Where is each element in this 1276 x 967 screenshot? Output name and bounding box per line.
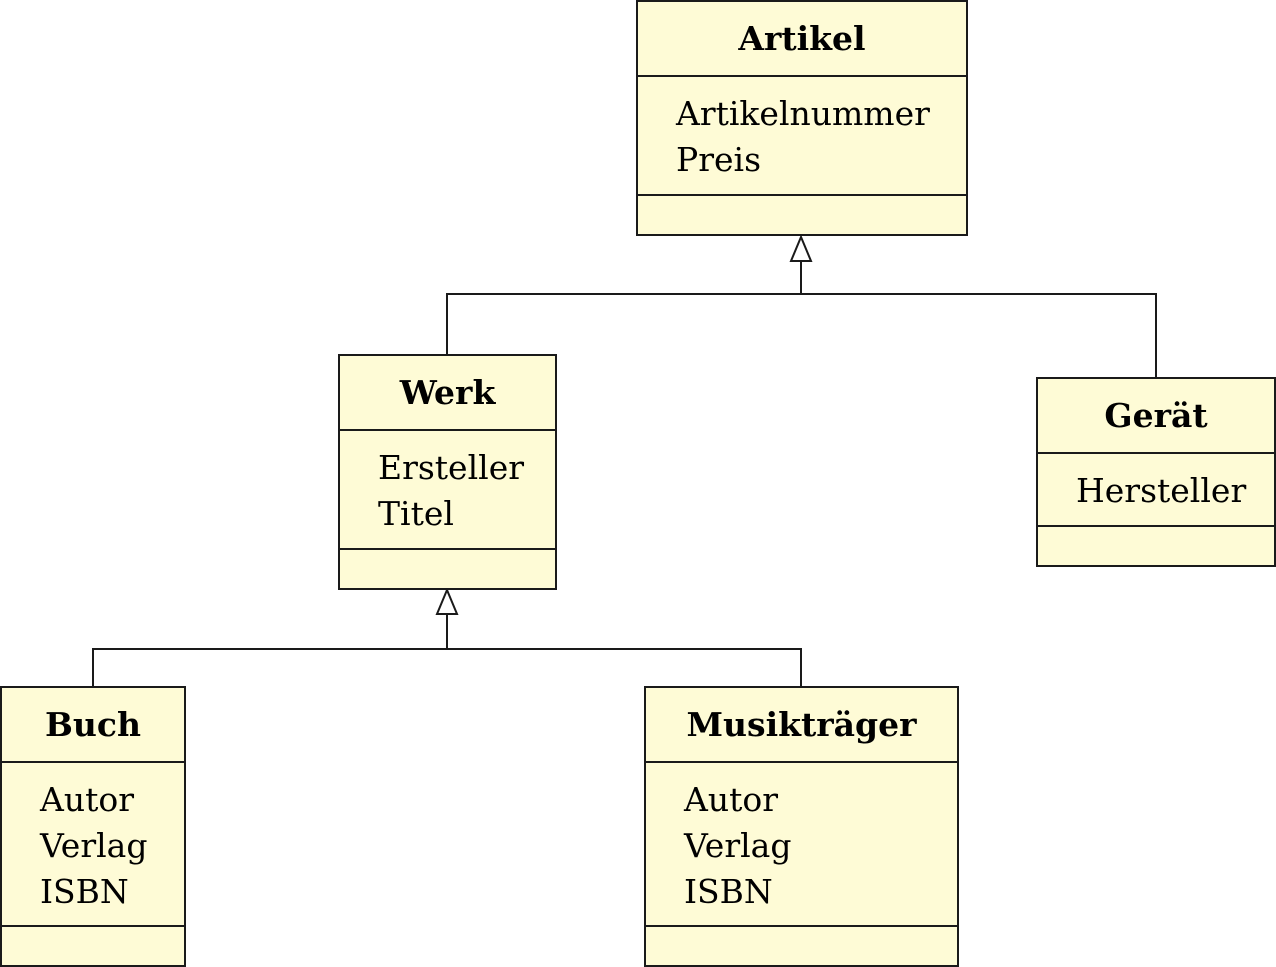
attribute-compartment: Hersteller	[1038, 454, 1274, 527]
attribute: Hersteller	[1076, 471, 1247, 510]
class-geraet[interactable]: Gerät Hersteller	[1036, 377, 1276, 567]
attribute: Preis	[676, 140, 761, 179]
class-werk[interactable]: Werk Ersteller Titel	[338, 354, 557, 590]
class-name: Musikträger	[646, 688, 957, 763]
attribute: Artikelnummer	[676, 94, 930, 133]
method-compartment	[2, 927, 184, 965]
attribute: Autor	[684, 780, 778, 819]
attribute: ISBN	[40, 872, 129, 911]
method-compartment	[646, 927, 957, 965]
method-compartment	[638, 196, 966, 234]
attribute: ISBN	[684, 872, 773, 911]
inheritance-arrowhead-werk	[435, 587, 459, 615]
attribute-compartment: Autor Verlag ISBN	[646, 763, 957, 927]
class-name: Werk	[340, 356, 555, 431]
attribute-compartment: Ersteller Titel	[340, 431, 555, 550]
class-buch[interactable]: Buch Autor Verlag ISBN	[0, 686, 186, 967]
inheritance-line-werk	[92, 648, 802, 686]
class-name: Gerät	[1038, 379, 1274, 454]
class-artikel[interactable]: Artikel Artikelnummer Preis	[636, 0, 968, 236]
class-name: Buch	[2, 688, 184, 763]
attribute-compartment: Artikelnummer Preis	[638, 77, 966, 196]
inheritance-arrowhead-artikel	[789, 234, 813, 262]
class-musiktraeger[interactable]: Musikträger Autor Verlag ISBN	[644, 686, 959, 967]
attribute: Verlag	[40, 826, 148, 865]
attribute: Ersteller	[378, 448, 525, 487]
class-name: Artikel	[638, 2, 966, 77]
attribute: Autor	[40, 780, 134, 819]
attribute: Titel	[378, 494, 454, 533]
attribute: Verlag	[684, 826, 792, 865]
method-compartment	[1038, 527, 1274, 565]
attribute-compartment: Autor Verlag ISBN	[2, 763, 184, 927]
method-compartment	[340, 550, 555, 588]
